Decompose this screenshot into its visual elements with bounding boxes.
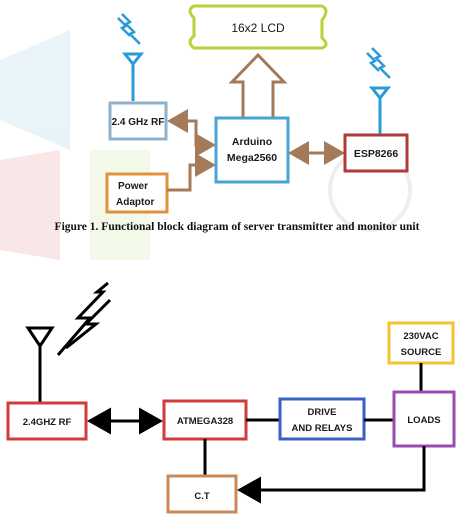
atmega-block: ATMEGA328: [162, 399, 248, 441]
ct-label: C.T: [194, 491, 210, 502]
arduino-block: Arduino Mega2560: [214, 116, 290, 184]
loads-label: LOADS: [407, 415, 440, 426]
loads-block: LOADS: [392, 390, 456, 448]
lcd-label: 16x2 LCD: [231, 21, 285, 35]
esp-label: ESP8266: [354, 148, 399, 160]
arduino-label-line2: Mega2560: [227, 152, 277, 164]
drive-label-line1: DRIVE: [307, 407, 336, 418]
rf-arduino-connector: [167, 109, 216, 157]
drive-relays-block: DRIVE AND RELAYS: [278, 397, 366, 441]
loads-ct-connector: [237, 446, 426, 504]
source-label-line1: 230VAC: [403, 331, 438, 342]
drive-label-line2: AND RELAYS: [292, 423, 353, 434]
rf-label: 2.4 GHz RF: [112, 117, 165, 128]
power-adaptor-block: Power Adaptor: [105, 172, 169, 214]
arduino-to-lcd-arrow: [228, 52, 288, 120]
lcd-block: 16x2 LCD: [188, 4, 328, 50]
power-label-line2: Adaptor: [116, 197, 154, 208]
rf-block-2: 2.4GHZ RF: [6, 401, 88, 441]
esp-antenna-icon: [366, 47, 392, 135]
esp-block: ESP8266: [343, 133, 409, 173]
figure-2-diagram: 2.4GHZ RF ATMEGA328 DRIVE AND RELAYS 230…: [6, 281, 456, 514]
rf-antenna-icon: [117, 13, 145, 101]
rf-label-2: 2.4GHZ RF: [23, 417, 72, 428]
figure-1-caption: Figure 1. Functional block diagram of se…: [54, 221, 420, 233]
power-label-line1: Power: [118, 181, 148, 192]
rf-antenna-icon-2: [25, 281, 112, 402]
ct-block: C.T: [166, 474, 238, 514]
power-arduino-connector: [167, 153, 216, 192]
source-label-line2: SOURCE: [401, 347, 442, 358]
atmega-label: ATMEGA328: [177, 416, 233, 427]
arduino-label-line1: Arduino: [232, 136, 272, 148]
rf-block: 2.4 GHz RF: [108, 101, 168, 141]
figure-1-diagram: 16x2 LCD 2.4 GHz RF Arduino Mega2560 Pow…: [105, 4, 409, 214]
source-block: 230VAC SOURCE: [387, 321, 455, 365]
